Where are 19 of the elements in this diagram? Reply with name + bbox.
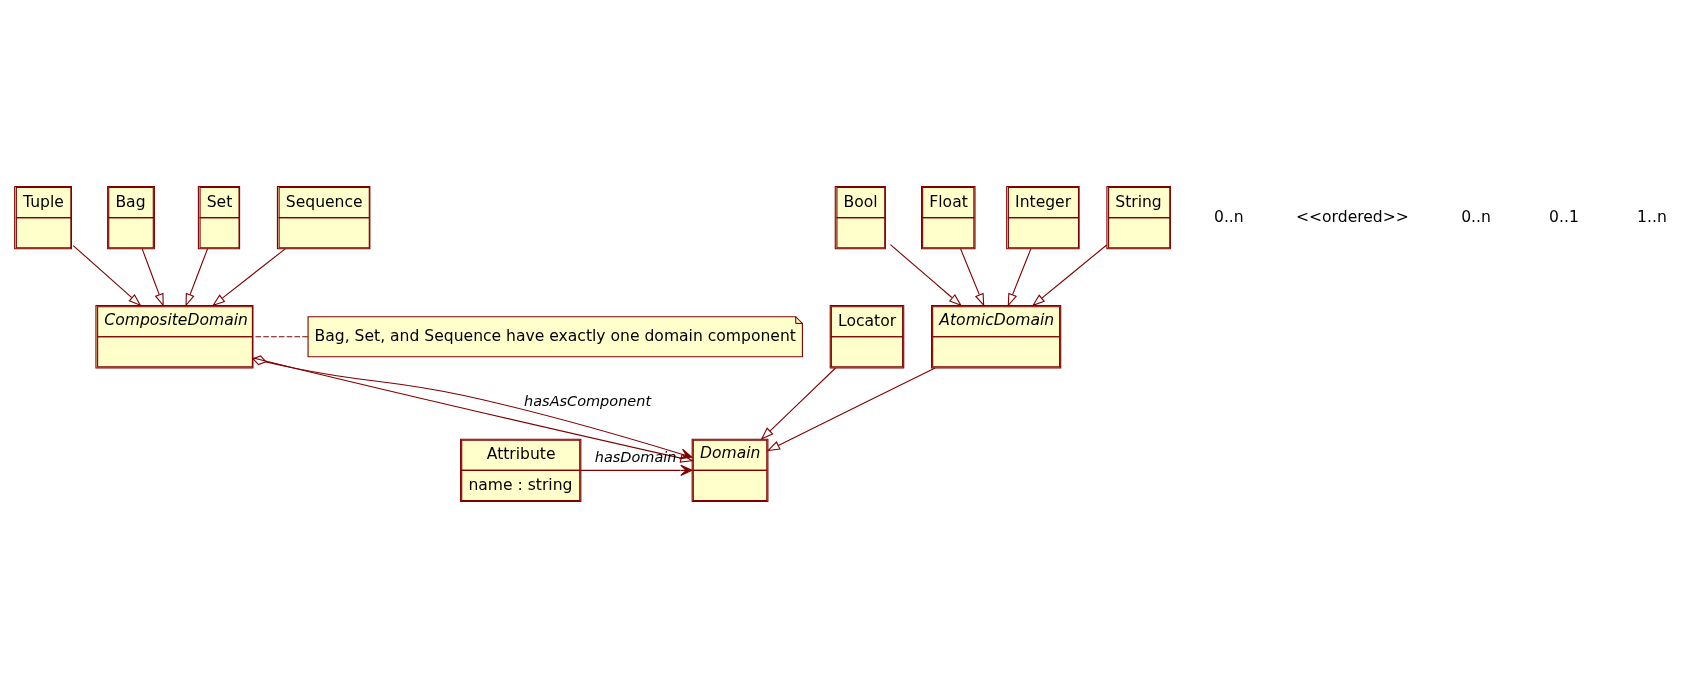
arrow — [889, 244, 963, 307]
arrow — [72, 245, 142, 307]
label: 0..n — [1213, 207, 1244, 226]
edge-label: hasAsComponent — [524, 393, 652, 410]
label: 0..1 — [1549, 207, 1579, 226]
connector — [252, 336, 309, 338]
arrow — [211, 248, 286, 307]
arrow — [760, 367, 837, 440]
label: 1..n — [1637, 207, 1667, 226]
label: 0..n — [1461, 207, 1491, 226]
arrow — [1007, 248, 1032, 307]
arrow — [766, 367, 936, 452]
arrow — [580, 464, 693, 476]
label: <<ordered>> — [1295, 207, 1409, 226]
edge-label: hasDomain — [594, 448, 677, 465]
arrow — [185, 248, 209, 307]
arrow — [960, 248, 985, 307]
arrow — [1031, 244, 1108, 307]
arrow — [141, 248, 164, 307]
